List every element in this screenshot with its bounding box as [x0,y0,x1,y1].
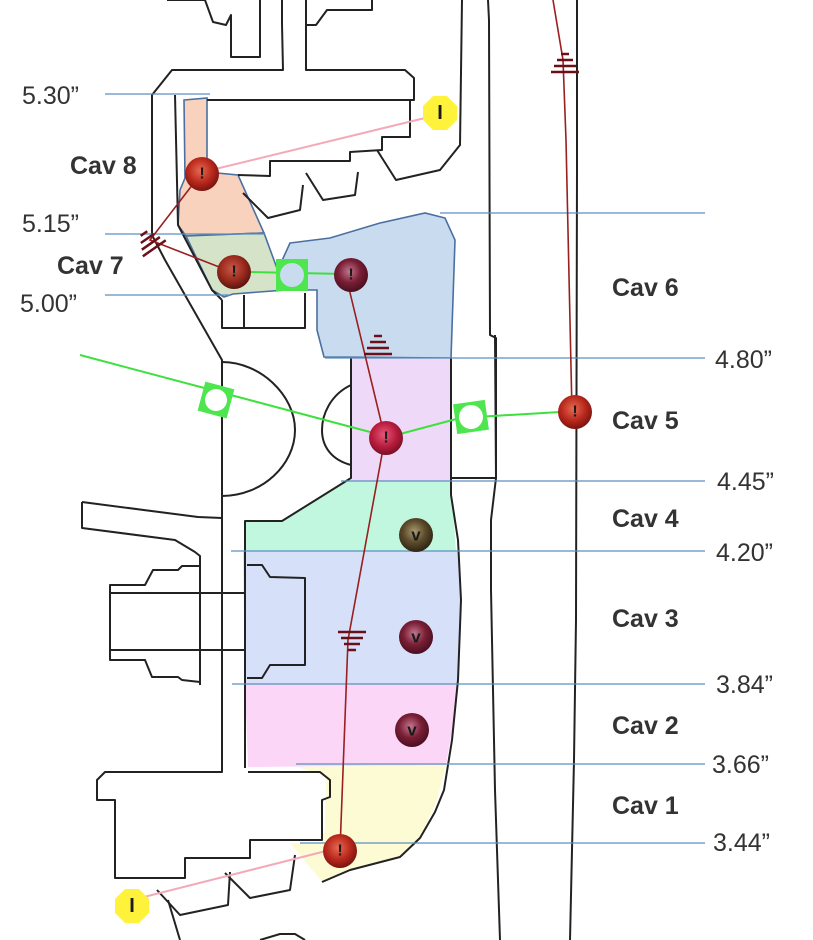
outline-platform [221,293,306,329]
dim-label-366: 3.66” [712,751,769,779]
node-glyph: ! [383,430,388,447]
outline-cav5-right [321,358,462,883]
cav-label-6: Cav 6 [612,274,679,302]
outline-left-diagonal [151,234,223,768]
swirl-markers [139,52,579,652]
node-cav5-inner[interactable]: ! [369,421,403,455]
cav-label-1: Cav 1 [612,792,679,820]
flow-red-cav1-cav5 [339,437,386,851]
outline-blade-root [247,564,306,679]
node-cav2-volume[interactable]: v [395,713,429,747]
node-cav1[interactable]: ! [323,834,357,868]
outline-top-right-arm [305,0,373,26]
inlet-octagon-icon [423,96,457,130]
outline-top-left-arm [167,0,261,58]
outline-shroud-inner [451,0,497,479]
cav-label-7: Cav 7 [57,252,124,280]
outline-disk-arc-left [221,361,296,497]
dim-label-515: 5.15” [22,210,79,238]
swirl-icon [551,52,579,74]
dim-label-420: 4.20” [716,539,773,567]
outline-dovetail [109,565,201,683]
node-glyph: ! [348,267,353,284]
node-cav6[interactable]: ! [334,258,368,292]
outline-case-right [569,0,578,940]
outline-top-cover [207,25,415,101]
cav-label-8: Cav 8 [70,152,137,180]
node-glyph: ! [231,264,236,281]
cav-label-4: Cav 4 [612,505,679,533]
outline-left-arm [81,502,201,685]
restrictor-icon [276,259,308,291]
node-cav3-volume[interactable]: v [399,620,433,654]
outline-bottom-teeth-2 [224,854,296,899]
inlet-glyph: I [129,895,135,917]
reference-lines [105,93,705,844]
node-glyph: ! [572,404,577,421]
outline-teeth-1 [242,184,304,219]
outline-cav5-left [244,358,352,768]
inlet-node-bottom[interactable]: I [115,889,149,923]
cav5-region [351,358,451,481]
restrictor-icon [197,381,235,419]
flow-red-right [552,0,573,413]
flow-lines [79,0,573,899]
cav-label-2: Cav 2 [612,712,679,740]
dim-label-500: 5.00” [20,290,77,318]
outline-teeth-2 [305,171,359,201]
cav-label-3: Cav 3 [612,605,679,633]
inlet-glyph: I [437,102,443,124]
outline-bottom-cover [96,768,331,879]
flow-pink-top [202,117,426,173]
inlet-octagon-icon [115,889,149,923]
outline-bottom-stem [167,899,181,940]
dim-label-384: 3.84” [716,671,773,699]
hardware-outlines [81,0,578,940]
outline-bottom-arc [259,933,306,940]
cav-label-5: Cav 5 [612,407,679,435]
volume-glyph: v [411,628,421,647]
node-cav8[interactable]: ! [185,157,219,191]
dim-label-480: 4.80” [715,346,772,374]
outline-shroud-right [490,334,501,940]
volume-glyph: v [407,721,417,740]
restrictors [197,259,489,435]
dim-label-445: 4.45” [717,468,774,496]
cav2-region [245,684,458,767]
node-glyph: ! [337,843,342,860]
dim-label-344: 3.44” [713,829,770,857]
node-cav4-volume[interactable]: v [399,518,433,552]
outline-left-arm-top [81,501,223,519]
dimension-labels: 5.30” 5.15” 5.00” 4.80” 4.45” 4.20” 3.84… [20,82,774,857]
outline-top-stem [151,0,284,235]
dim-label-530: 5.30” [22,82,79,110]
swirl-icon [338,630,366,652]
nodes: I I ! ! ! ! ! ! [115,96,592,923]
outline-seal-teeth-upper [237,100,411,177]
volume-glyph: v [411,526,421,545]
node-cav7[interactable]: ! [217,255,251,289]
cavity-labels: Cav 8 Cav 7 Cav 6 Cav 5 Cav 4 Cav 3 Cav … [57,152,679,820]
swirl-icon [364,334,392,356]
flow-pink-bottom [139,849,331,899]
swirl-icon [139,230,167,258]
flow-red-cav6-cav5 [345,275,386,439]
flow-red-cav8-cav7 [148,174,233,273]
outline-disk-arc-right [321,384,352,466]
inlet-node-top[interactable]: I [423,96,457,130]
restrictor-icon [453,399,489,435]
outline-teeth-3 [376,0,463,181]
node-glyph: ! [199,166,204,183]
node-cav5-outer[interactable]: ! [558,395,592,429]
